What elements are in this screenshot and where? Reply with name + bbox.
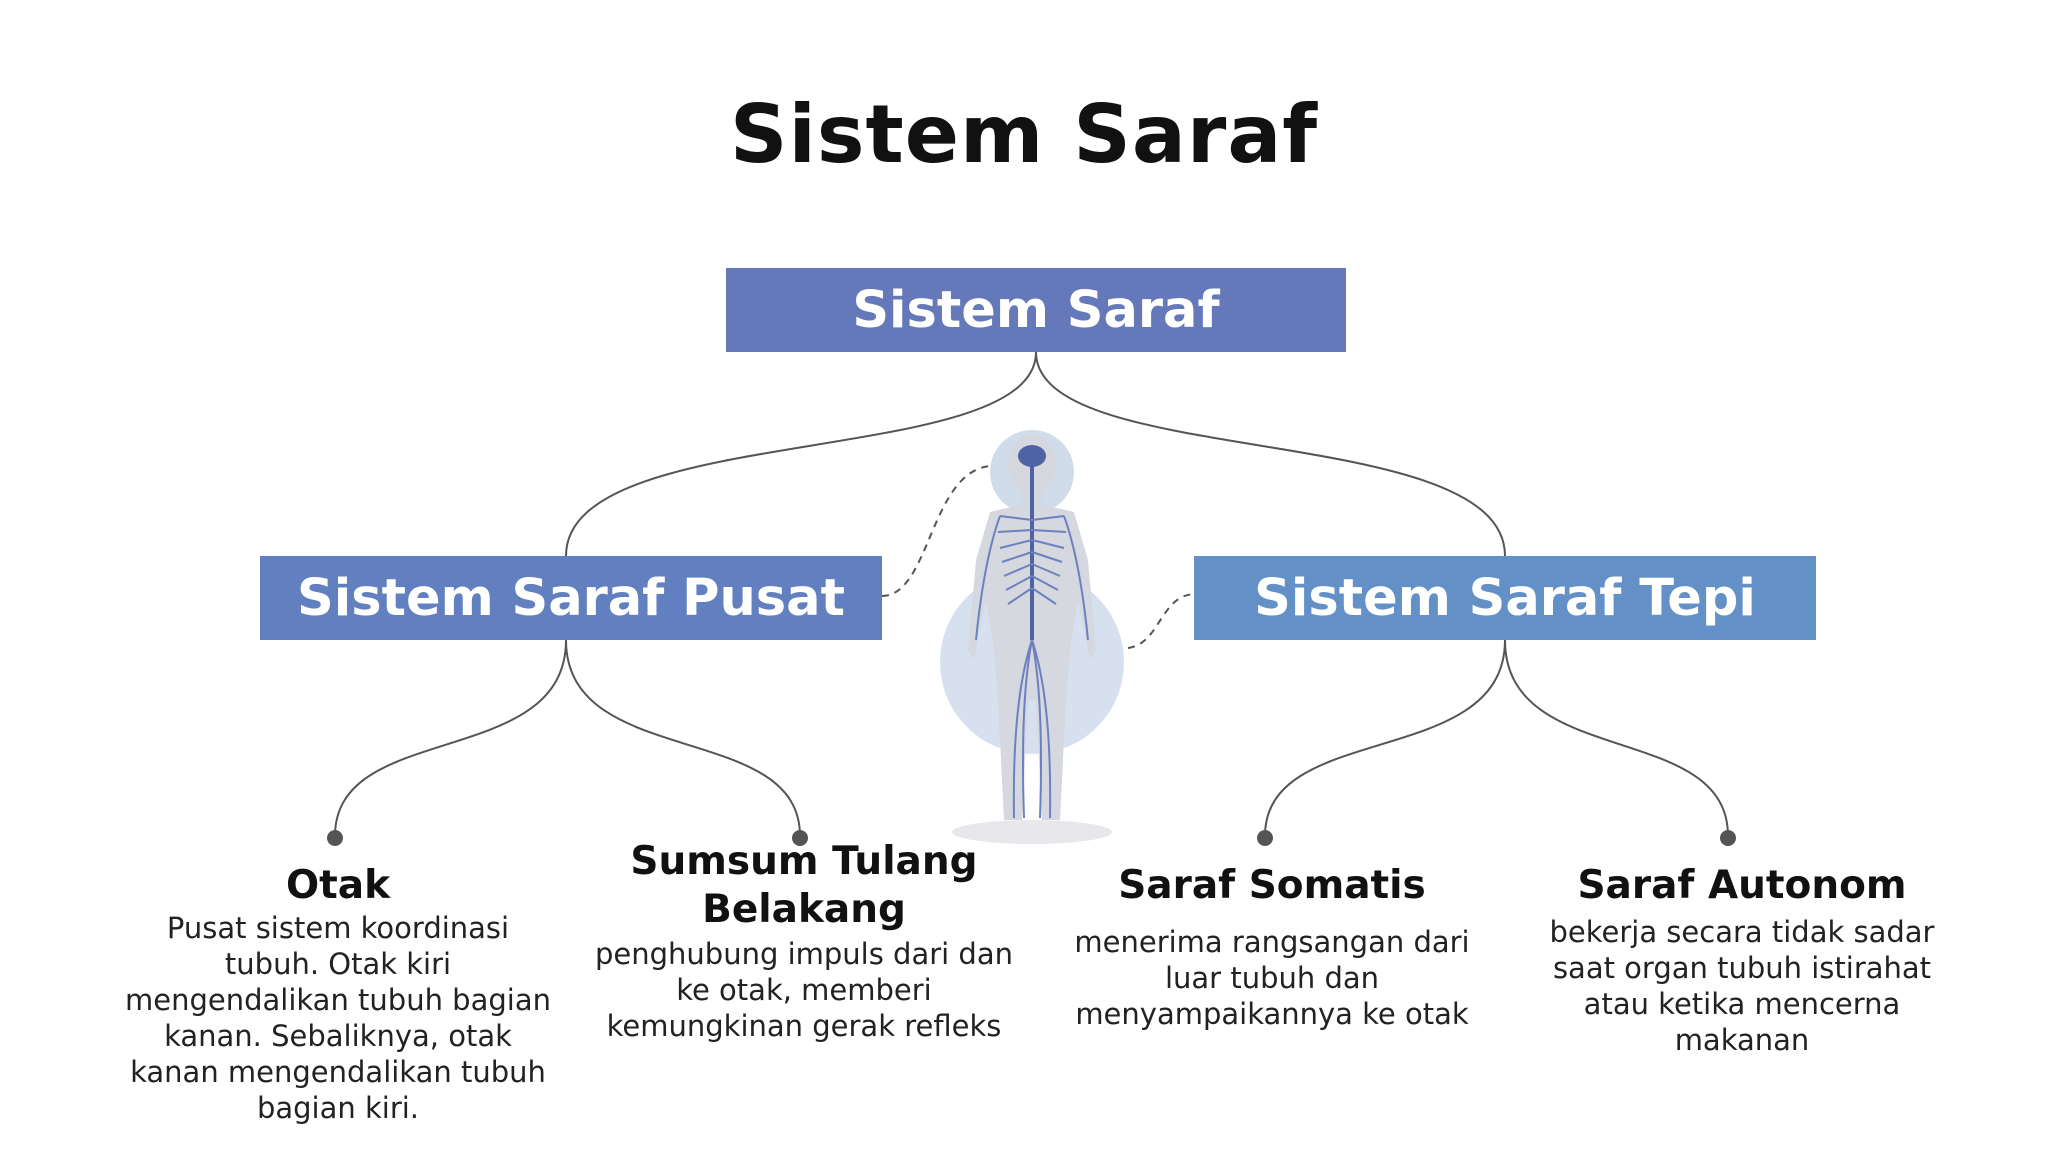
human-nervous-system-figure bbox=[881, 430, 1195, 844]
connector-cns-sumsum bbox=[565, 639, 801, 837]
leaf-title: Otak bbox=[285, 863, 391, 908]
leaf-otak: Otak Pusat sistem koordinasi tubuh. Otak… bbox=[118, 862, 558, 1126]
leaf-saraf-autonom: Saraf Autonom bekerja secara tidak sadar… bbox=[1532, 862, 1952, 1058]
leaf-description: penghubung impuls dari dan ke otak, memb… bbox=[594, 937, 1013, 1043]
central-nervous-system-label: Sistem Saraf Pusat bbox=[297, 568, 845, 628]
leaf-title: Saraf Somatis bbox=[1118, 863, 1426, 908]
page-title: Sistem Saraf bbox=[729, 88, 1319, 181]
root-node-label: Sistem Saraf bbox=[852, 280, 1220, 340]
leaf-saraf-somatis: Saraf Somatis menerima rangsangan dari l… bbox=[1062, 862, 1482, 1032]
root-node-box: Sistem Saraf bbox=[726, 268, 1346, 352]
peripheral-nervous-system-label: Sistem Saraf Tepi bbox=[1254, 568, 1756, 628]
node-dot-sumsum bbox=[792, 830, 808, 846]
connector-cns-otak bbox=[334, 639, 567, 837]
connector-root-cns bbox=[565, 351, 1037, 557]
connector-pns-autonom bbox=[1504, 639, 1729, 837]
central-nervous-system-box: Sistem Saraf Pusat bbox=[260, 556, 882, 640]
leaf-description: menerima rangsangan dari luar tubuh dan … bbox=[1074, 925, 1470, 1031]
leaf-title: Sumsum Tulang Belakang bbox=[630, 839, 978, 932]
node-dot-autonom bbox=[1720, 830, 1736, 846]
node-dot-somatis bbox=[1257, 830, 1273, 846]
node-dot-otak bbox=[327, 830, 343, 846]
leaf-description: bekerja secara tidak sadar saat organ tu… bbox=[1549, 915, 1935, 1057]
leaf-sumsum-tulang-belakang: Sumsum Tulang Belakang penghubung impuls… bbox=[582, 838, 1026, 1044]
leaf-title: Saraf Autonom bbox=[1577, 863, 1907, 908]
leaf-description: Pusat sistem koordinasi tubuh. Otak kiri… bbox=[125, 911, 551, 1125]
connector-root-pns bbox=[1035, 351, 1506, 557]
peripheral-nervous-system-box: Sistem Saraf Tepi bbox=[1194, 556, 1816, 640]
connector-pns-somatis bbox=[1264, 639, 1506, 837]
